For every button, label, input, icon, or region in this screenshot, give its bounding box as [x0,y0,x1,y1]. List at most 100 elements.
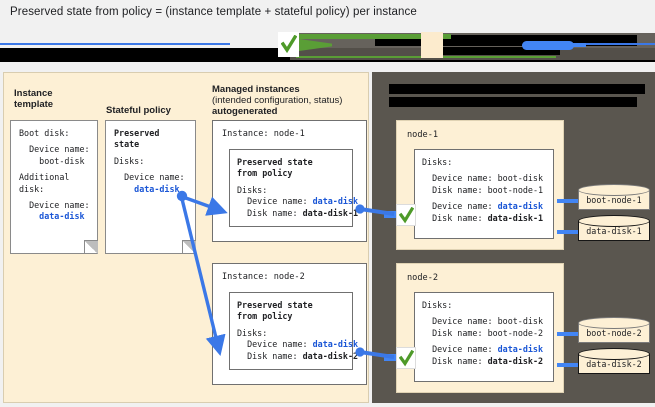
node-box-1: node-1 Disks: Device name: boot-disk Dis… [396,120,564,250]
cylinder-label: data-disk-1 [586,226,642,236]
node-disks-label: Disks: [422,300,453,310]
check-badge-node-1 [396,204,416,226]
mi-diskname-label: Disk name: [237,207,303,218]
it-additional-label: Additional [19,172,70,183]
legend-blue-line-right [555,43,655,45]
legend-redacted-bar-2 [375,35,637,46]
heading-stateful-policy: Stateful policy [106,105,171,116]
node-boot-disk-label: Disk name: [422,184,488,195]
disk-connector-boot-2 [557,332,579,336]
node-disks-block: Disks: Device name: boot-disk Disk name:… [414,149,554,239]
check-connector-1 [384,211,396,218]
sp-device-value: data-disk [114,183,180,194]
disk-connector-data-2 [557,363,579,367]
page-title: Preserved state from policy = (instance … [10,6,417,18]
node-disks-block: Disks: Device name: boot-disk Disk name:… [414,292,554,382]
check-connector-2 [384,354,396,361]
sp-disks-label: Disks: [114,155,145,166]
node-boot-device-label: Device name: [422,173,498,184]
legend-beige-swatch [421,32,443,58]
it-add-device-value: data-disk [19,211,85,222]
legend-green-bar [296,34,451,39]
check-icon [281,35,297,54]
heading-managed-instances-line1: Managed instances [212,84,300,95]
disk-cylinder-data-disk-2: data-disk-2 [578,348,650,376]
mi-device-label: Device name: [237,196,313,207]
sp-title-2: state [114,139,140,150]
heading-managed-instances: Managed instances (intended configuratio… [212,84,372,117]
mi-diskname-value: data-disk-2 [302,350,359,361]
cylinder-top [578,184,650,196]
node-box-2: node-2 Disks: Device name: boot-disk Dis… [396,263,564,393]
node-data-disk-value: data-disk-2 [487,355,544,366]
heading-managed-instances-line3: autogenerated [212,106,278,117]
node-boot-device-value: boot-disk [497,173,544,184]
preserved-line-1: Preserved state [237,157,313,167]
node-data-disk-label: Disk name: [422,212,488,223]
mi-disks-label: Disks: [237,327,268,338]
preserved-line-2: from policy [237,311,293,322]
cylinder-top [578,348,650,360]
preserved-state-block: Preserved state from policy Disks: Devic… [229,149,358,227]
disk-cylinder-data-disk-1: data-disk-1 [578,215,650,243]
preserved-state-block: Preserved state from policy Disks: Devic… [229,292,358,370]
disk-cylinder-boot-node-1: boot-node-1 [578,184,650,212]
sp-title-1: Preserved [114,128,160,138]
heading-managed-instances-line2: (intended configuration, status) [212,95,343,106]
it-boot-device-label: Device name: [19,144,90,155]
mi-device-value: data-disk [312,339,359,350]
right-panel-redacted-bar-2 [389,97,637,107]
it-boot-label: Boot disk: [19,128,70,138]
mi-device-label: Device name: [237,339,313,350]
legend-redacted-bar-3 [430,47,560,55]
check-icon [399,207,414,224]
disk-connector-boot-1 [557,199,579,203]
legend-strip [0,30,655,62]
disk-cylinder-boot-node-2: boot-node-2 [578,317,650,345]
mi-disks-label: Disks: [237,184,268,195]
managed-instance-title: Instance: node-2 [222,272,305,282]
node-title: node-2 [407,273,439,283]
sp-device-label: Device name: [114,172,185,183]
cylinder-label: boot-node-2 [586,328,642,338]
node-boot-device-value: boot-disk [497,316,544,327]
heading-instance-template: Instance template [14,88,54,110]
managed-instance-node-2: Instance: node-2 Preserved state from po… [212,263,367,385]
check-icon [399,350,414,367]
mi-diskname-label: Disk name: [237,350,303,361]
node-data-device-value: data-disk [497,344,544,355]
note-fold-corner [84,240,98,254]
node-data-disk-value: data-disk-1 [487,212,544,223]
node-data-device-label: Device name: [422,201,498,212]
node-data-device-label: Device name: [422,344,498,355]
check-badge-node-2 [396,347,416,369]
mi-device-value: data-disk [312,196,359,207]
it-add-device-label: Device name: [19,200,90,211]
managed-instance-node-1: Instance: node-1 Preserved state from po… [212,120,367,242]
node-data-device-value: data-disk [497,201,544,212]
preserved-line-1: Preserved state [237,300,313,310]
card-stateful-policy: Preserved state Disks: Device name: data… [105,120,196,254]
cylinder-label: data-disk-2 [586,359,642,369]
node-boot-disk-label: Disk name: [422,327,488,338]
card-instance-template: Boot disk: Device name: boot-disk Additi… [10,120,98,254]
preserved-line-2: from policy [237,168,293,179]
legend-blue-line-left [0,43,230,45]
mi-diskname-value: data-disk-1 [302,207,359,218]
node-boot-disk-value: boot-node-2 [487,327,544,338]
note-fold-corner [182,240,196,254]
legend-blue-tail [566,43,586,47]
node-data-disk-label: Disk name: [422,355,488,366]
cylinder-top [578,317,650,329]
managed-instance-title: Instance: node-1 [222,129,305,139]
node-boot-device-label: Device name: [422,316,498,327]
cylinder-top [578,215,650,227]
it-boot-device-value: boot-disk [19,155,85,166]
it-additional-label2: disk: [19,183,45,194]
right-panel-redacted-bar-1 [389,84,645,94]
legend-blue-pill [522,41,574,50]
cylinder-label: boot-node-1 [586,195,642,205]
disk-connector-data-1 [557,230,579,234]
node-disks-label: Disks: [422,157,453,167]
